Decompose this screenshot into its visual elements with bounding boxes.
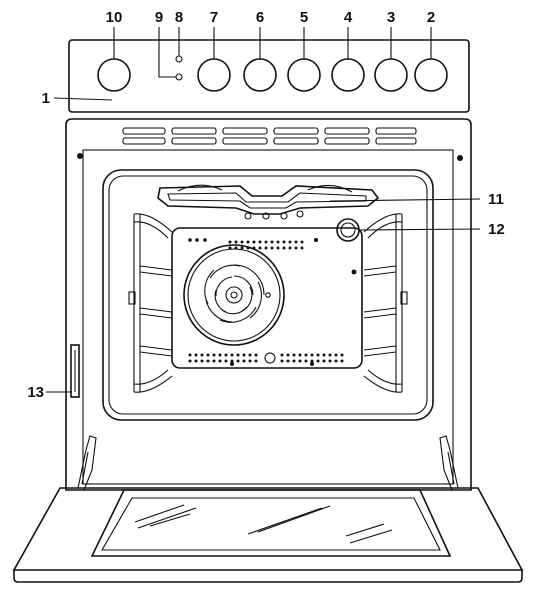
label-4: 4 [344,9,353,26]
label-6: 6 [256,9,264,26]
label-leaders-top [54,27,431,100]
indicator-lamp-9 [176,74,182,80]
label-3: 3 [387,9,395,26]
label-5: 5 [300,9,308,26]
indicator-lamp-8 [176,56,182,62]
right-side-rack [364,214,407,392]
knob-4 [332,59,364,91]
vent-slots [123,128,416,144]
label-2: 2 [427,9,435,26]
knob-2 [415,59,447,91]
door-window [92,490,450,556]
label-12: 12 [488,221,505,238]
knob-3 [375,59,407,91]
left-side-rack [129,214,172,392]
door-hinges [78,436,458,490]
label-13: 13 [27,384,44,401]
control-panel [69,40,469,112]
grill-heating-element [158,185,378,219]
oven-body [66,119,471,490]
label-1: 1 [42,90,50,107]
label-9: 9 [155,9,163,26]
oven-door [14,488,522,582]
knob-7 [198,59,230,91]
door-switch [71,345,79,397]
back-panel [172,228,362,368]
knob-6 [244,59,276,91]
label-11: 11 [488,191,504,208]
fan-cover [184,245,284,345]
label-10: 10 [106,9,123,26]
knob-10 [98,59,130,91]
label-7: 7 [210,9,218,26]
oven-lamp [337,219,359,241]
label-8: 8 [175,9,183,26]
knob-5 [288,59,320,91]
